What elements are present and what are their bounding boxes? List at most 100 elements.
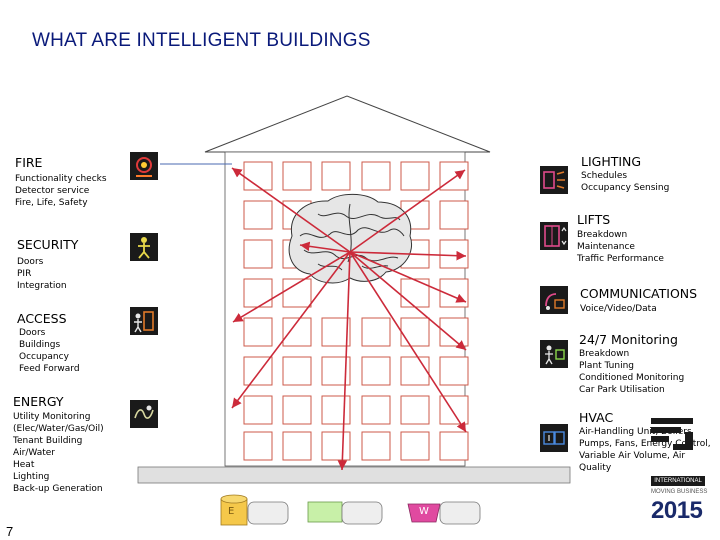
energy-detail: Tenant Building (13, 436, 83, 446)
security-detail: Integration (17, 281, 67, 291)
hvac-heading: HVAC (579, 410, 614, 425)
energy-detail: Back-up Generation (13, 484, 103, 494)
building-roof (204, 95, 491, 153)
fire-details: Functionality checks Detector service Fi… (15, 173, 107, 209)
security-guard-icon (130, 233, 158, 261)
energy-detail: Lighting (13, 472, 50, 482)
building-window (361, 356, 391, 386)
lighting-heading: LIGHTING (581, 154, 642, 169)
access-heading: ACCESS (17, 311, 67, 326)
building-window (243, 239, 273, 269)
energy-detail: Heat (13, 460, 35, 470)
brain-arrow (349, 169, 466, 253)
lift-icon (540, 222, 568, 250)
brain-arrow (231, 251, 351, 409)
lifts-details: Breakdown Maintenance Traffic Performanc… (577, 229, 664, 265)
communications-icon (540, 286, 568, 314)
energy-detail: Air/Water (13, 448, 55, 458)
security-details: Doors PIR Integration (17, 256, 67, 292)
brain-arrow (349, 251, 467, 351)
building-window (321, 395, 351, 425)
lifts-detail: Breakdown (577, 230, 628, 240)
energy-detail: (Elec/Water/Gas/Oil) (13, 424, 104, 434)
hvac-detail: Air-Handling Unit, Boilers (579, 427, 692, 437)
communications-heading: COMMUNICATIONS (580, 286, 698, 301)
lifts-heading: LIFTS (577, 212, 611, 227)
lighting-icon (540, 166, 568, 194)
access-detail: Doors (19, 328, 46, 338)
energy-details: Utility Monitoring (Elec/Water/Gas/Oil) … (13, 411, 104, 495)
monitoring-detail: Breakdown (579, 349, 630, 359)
building-window (243, 431, 273, 461)
building-window (400, 317, 430, 347)
energy-icon (130, 400, 158, 428)
tank-label-w: W (419, 506, 429, 517)
building-window (361, 317, 391, 347)
building-window (439, 395, 469, 425)
page-number: 7 (6, 524, 14, 539)
building-window (321, 161, 351, 191)
building-window (400, 356, 430, 386)
fire-detector-icon (130, 152, 158, 180)
storage-tanks (220, 494, 481, 526)
fire-detail: Functionality checks (15, 174, 107, 184)
building-window (400, 431, 430, 461)
hvac-details: Air-Handling Unit, Boilers Pumps, Fans, … (579, 426, 711, 474)
lighting-details: Schedules Occupancy Sensing (581, 170, 669, 194)
access-detail: Occupancy (19, 352, 69, 362)
lifts-detail: Maintenance (577, 242, 635, 252)
hvac-detail: Variable Air Volume, Air (579, 451, 686, 461)
security-detail: PIR (17, 269, 32, 279)
communications-detail: Voice/Video/Data (580, 304, 657, 314)
building-window (439, 239, 469, 269)
brain-arrow (337, 251, 351, 471)
access-detail: Feed Forward (19, 364, 80, 374)
building-window (243, 200, 273, 230)
brand-year: 2015 (651, 497, 703, 524)
building-window (400, 395, 430, 425)
hvac-detail: Pumps, Fans, Energy Control, (579, 439, 711, 449)
brand-logo-mark (651, 418, 693, 450)
security-heading: SECURITY (17, 237, 79, 252)
building-window (321, 431, 351, 461)
monitoring-details: Breakdown Plant Tuning Conditioned Monit… (579, 348, 684, 396)
energy-detail: Utility Monitoring (13, 412, 91, 422)
lighting-detail: Schedules (581, 171, 628, 181)
building-window (439, 200, 469, 230)
building-window (243, 395, 273, 425)
monitoring-detail: Conditioned Monitoring (579, 373, 685, 383)
building-window (282, 161, 312, 191)
tank-label-e: E (228, 506, 235, 517)
building-window (361, 395, 391, 425)
energy-heading: ENERGY (13, 394, 64, 409)
monitoring-icon (540, 340, 568, 368)
brain-arrow (349, 251, 467, 433)
building-window (400, 278, 430, 308)
access-detail: Buildings (19, 340, 61, 350)
brand-line2: MOVING BUSINESS (651, 489, 708, 495)
ground-slab (137, 466, 571, 484)
monitoring-detail: Plant Tuning (579, 361, 634, 371)
building-window (282, 395, 312, 425)
monitoring-detail: Car Park Utilisation (579, 385, 665, 395)
fire-detail: Detector service (15, 186, 90, 196)
lighting-detail: Occupancy Sensing (581, 183, 670, 193)
security-detail: Doors (17, 257, 44, 267)
access-details: Doors Buildings Occupancy Feed Forward (19, 327, 80, 375)
hvac-detail: Quality (579, 463, 612, 473)
brain-arrow (349, 251, 467, 303)
building-window (243, 356, 273, 386)
lifts-detail: Traffic Performance (577, 254, 664, 264)
building-window (321, 317, 351, 347)
fire-heading: FIRE (15, 155, 43, 170)
brain-arrows (231, 167, 467, 471)
brain-arrow (231, 167, 351, 253)
building-window (361, 161, 391, 191)
brain-arrow (349, 250, 467, 261)
hvac-icon (540, 424, 568, 452)
building-window (243, 317, 273, 347)
brain-illustration (288, 193, 412, 284)
brain-arrow (299, 241, 351, 253)
building-window (282, 278, 312, 308)
building-window (439, 431, 469, 461)
